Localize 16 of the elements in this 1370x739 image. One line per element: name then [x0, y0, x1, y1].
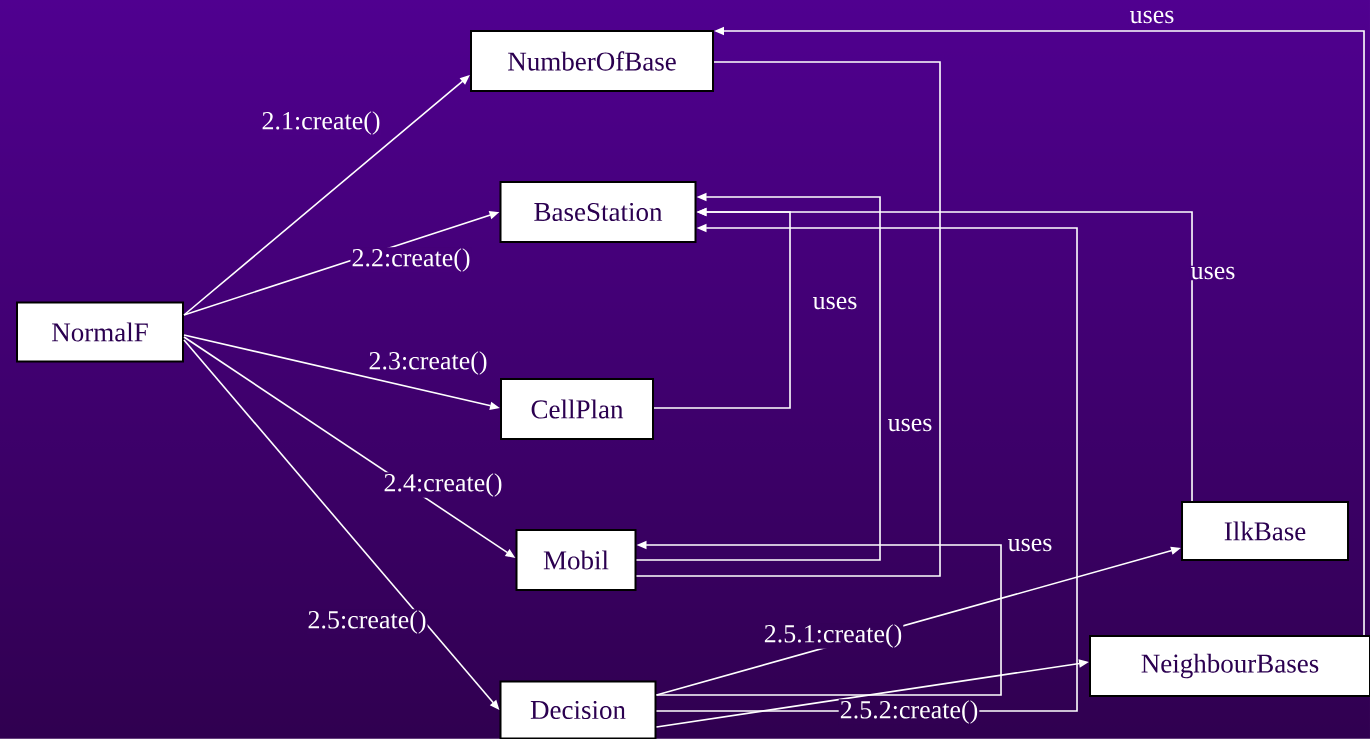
edge-label: 2.5.1:create() — [762, 623, 904, 649]
class-box: Decision — [499, 680, 657, 739]
class-box: NormalF — [16, 301, 184, 363]
class-box: NumberOfBase — [470, 30, 714, 92]
edge-label: 2.5:create() — [306, 609, 428, 635]
edge-label: 2.5.2:create() — [838, 699, 980, 725]
edge-label: 2.2:create() — [350, 247, 472, 273]
class-box: IlkBase — [1181, 501, 1349, 561]
arrow — [183, 75, 470, 316]
edge-label: 2.1:create() — [260, 110, 382, 136]
class-box: CellPlan — [500, 378, 654, 440]
edge-label: 2.4:create() — [382, 472, 504, 498]
class-box: NeighbourBases — [1089, 635, 1370, 697]
class-box: BaseStation — [499, 181, 697, 243]
class-box: Mobil — [515, 529, 637, 591]
edge-label: 2.3:create() — [367, 350, 489, 376]
